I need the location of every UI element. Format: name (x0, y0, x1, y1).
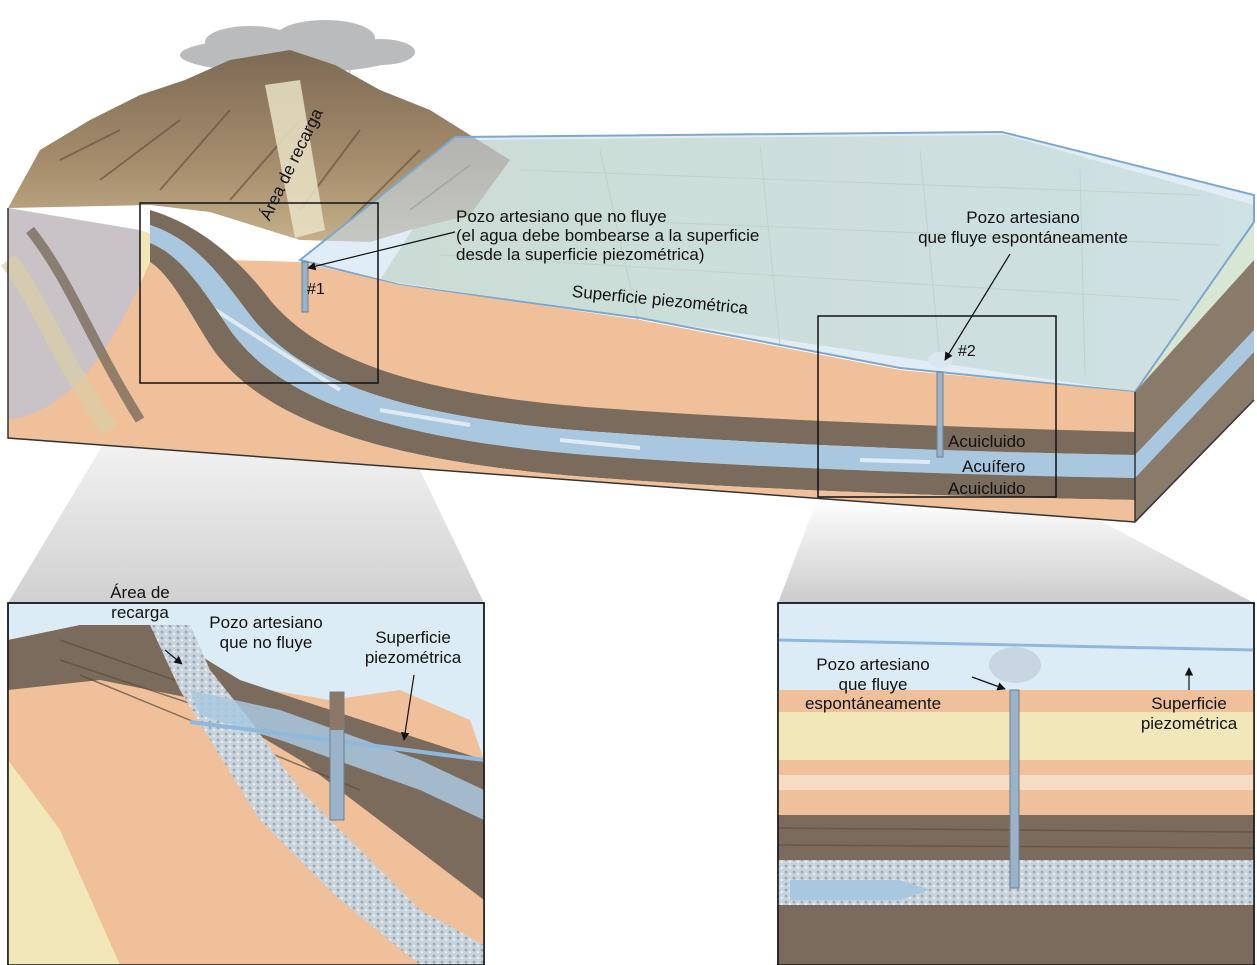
flowing-well-line1: Pozo artesiano (966, 208, 1080, 227)
well-1-tag: #1 (307, 281, 325, 298)
inset-right-well-line2: que fluye (838, 675, 908, 694)
inset-right-well-line1: Pozo artesiano (816, 655, 930, 674)
inset-right-well-line3: espontáneamente (804, 694, 942, 713)
inset-left-recharge-line1: Área de (110, 583, 170, 602)
aquifer-label: Acuífero (962, 457, 1026, 476)
inset-left-piezo-line2: piezométrica (364, 648, 462, 667)
inset-left-well-line1: Pozo artesiano (209, 613, 323, 632)
inset-left-piezo-line1: Superficie (375, 628, 451, 647)
zoom-funnel-right (778, 497, 1254, 603)
nonflowing-well-line3: desde la superficie piezométrica) (456, 245, 705, 264)
aquiclude-top-label: Acuicluido (948, 432, 1026, 451)
inset-left-recharge-line2: recarga (111, 603, 169, 622)
well-1 (301, 261, 309, 313)
cross-section (0, 208, 1255, 523)
main-block-diagram (0, 20, 1255, 523)
piezometric-plane (297, 130, 1255, 394)
well-2-tag: #2 (958, 343, 976, 360)
inset-right-piezo-line1: Superficie (1151, 694, 1227, 713)
inset-left-panel (7, 602, 485, 965)
inset-left-well-line2: que no fluye (219, 633, 313, 652)
inset-right-piezo-line2: piezométrica (1140, 714, 1238, 733)
well-2 (936, 371, 944, 458)
inset-right-panel (777, 602, 1255, 965)
nonflowing-well-title: Pozo artesiano que no fluye (456, 207, 667, 226)
aquiclude-bottom-label: Acuicluido (948, 479, 1026, 498)
nonflowing-well-line2: (el agua debe bombearse a la superficie (456, 226, 760, 245)
zoom-box-right (817, 315, 1057, 498)
flowing-well-line2: que fluye espontáneamente (918, 228, 1128, 247)
zoom-box-left (139, 202, 379, 384)
